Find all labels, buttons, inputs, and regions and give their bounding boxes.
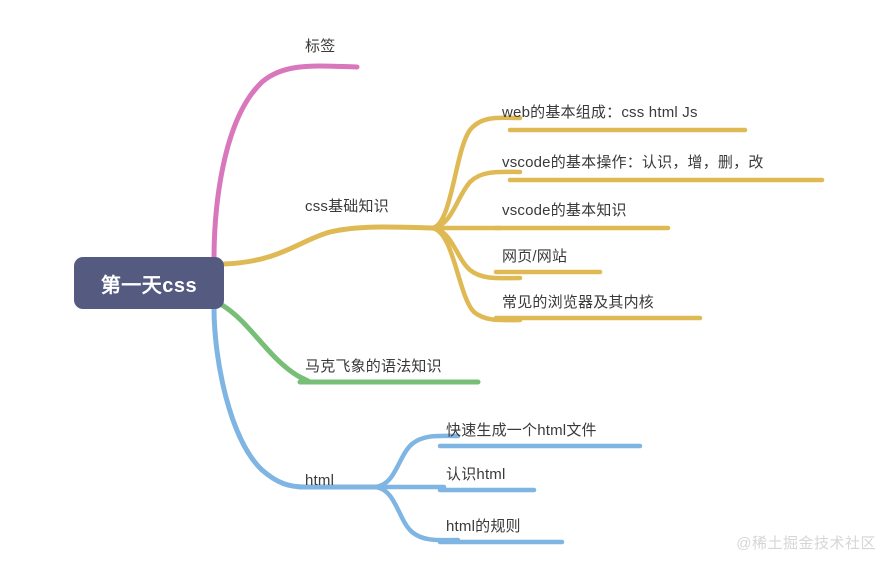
node-html-label: html (305, 472, 335, 489)
node-web-composition[interactable]: web的基本组成：css html Js (502, 104, 698, 122)
node-tags-label: 标签 (305, 38, 336, 55)
node-vscode-operations[interactable]: vscode的基本操作：认识，增，删，改 (502, 154, 764, 172)
node-maxiang-syntax[interactable]: 马克飞象的语法知识 (305, 358, 442, 376)
node-know-html-label: 认识html (446, 466, 506, 483)
node-webpage-website[interactable]: 网页/网站 (502, 248, 567, 266)
node-tags[interactable]: 标签 (305, 38, 335, 56)
root-node[interactable]: 第一天css (74, 257, 224, 309)
root-node-label: 第一天css (100, 274, 198, 297)
node-quick-generate-html[interactable]: 快速生成一个html文件 (446, 422, 597, 440)
node-css-basics[interactable]: css基础知识 (305, 198, 389, 216)
edge-root-to-css-basics (221, 224, 435, 267)
edge-root-to-tags (211, 63, 360, 263)
node-quick-generate-html-label: 快速生成一个html文件 (446, 422, 597, 439)
node-browsers-engines[interactable]: 常见的浏览器及其内核 (502, 294, 654, 312)
node-vscode-operations-label: vscode的基本操作：认识，增，删，改 (502, 154, 764, 171)
node-vscode-knowledge[interactable]: vscode的基本知识 (502, 202, 627, 220)
node-css-basics-label: css基础知识 (305, 198, 389, 215)
node-browsers-engines-label: 常见的浏览器及其内核 (502, 294, 655, 311)
node-webpage-website-label: 网页/网站 (502, 248, 568, 265)
node-web-composition-label: web的基本组成：css html Js (502, 104, 698, 121)
node-html-rules[interactable]: html的规则 (446, 518, 521, 536)
node-html-rules-label: html的规则 (446, 518, 521, 535)
node-html[interactable]: html (305, 472, 334, 490)
edge-root-to-html (211, 305, 308, 490)
watermark: @稀土掘金技术社区 (736, 535, 876, 552)
node-know-html[interactable]: 认识html (446, 466, 506, 484)
edge-root-to-maxiang-syntax (219, 302, 313, 385)
node-vscode-knowledge-label: vscode的基本知识 (502, 202, 627, 219)
node-maxiang-syntax-label: 马克飞象的语法知识 (305, 358, 442, 375)
